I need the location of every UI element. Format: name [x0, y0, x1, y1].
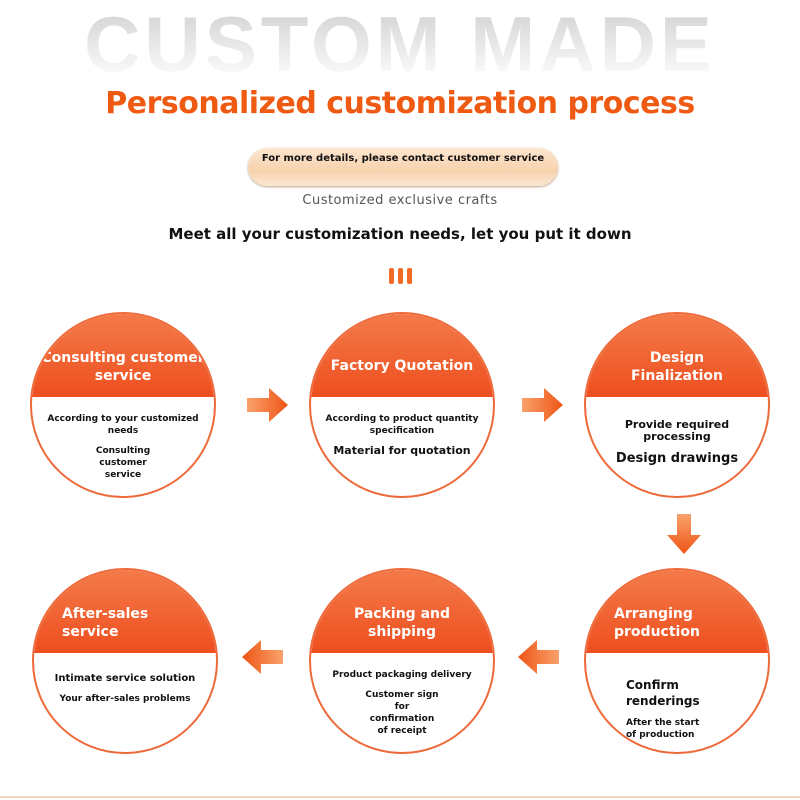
step-title: Design Finalization [586, 314, 768, 397]
step-title: Packing and shipping [311, 570, 493, 653]
step-title: Arranging production [586, 570, 768, 653]
step-title: Consulting customer service [32, 314, 214, 397]
step-line: Confirm renderings [626, 678, 700, 708]
step-design-finalization: Design Finalization Provide required pro… [584, 312, 770, 498]
step-packing-shipping: Packing and shipping Product packaging d… [309, 568, 495, 754]
step-line: Provide required processing [624, 418, 730, 443]
arrow-right-icon [247, 388, 288, 422]
step-line: Design drawings [615, 451, 739, 466]
arrow-right-icon [522, 388, 563, 422]
step-consulting: Consulting customer service According to… [30, 312, 216, 498]
divider-bars-icon [389, 268, 412, 284]
step-title: Factory Quotation [311, 314, 493, 397]
step-line: Product packaging delivery [332, 670, 472, 680]
step-line: Intimate service solution [54, 673, 196, 684]
step-title: After-sales service [34, 570, 216, 653]
page-title: Personalized customization process [105, 86, 695, 121]
step-line: According to your customized needs [47, 414, 199, 436]
background-title: CUSTOM MADE [0, 4, 800, 84]
step-after-sales: After-sales service Intimate service sol… [32, 568, 218, 754]
arrow-left-icon [518, 640, 559, 674]
tagline: Meet all your customization needs, let y… [168, 225, 632, 243]
step-line: Your after-sales problems [59, 694, 191, 704]
step-line: According to product quantity specificat… [325, 414, 479, 436]
arrow-down-icon [667, 514, 701, 554]
arrow-left-icon [242, 640, 283, 674]
step-line: Consulting customer service [95, 446, 151, 480]
step-line: Customer sign for confirmation of receip… [365, 690, 439, 736]
step-line: After the start of production [626, 718, 700, 740]
subtitle: Customized exclusive crafts [302, 193, 498, 208]
step-line: Material for quotation [333, 444, 471, 457]
bottom-divider [0, 796, 800, 798]
step-factory-quotation: Factory Quotation According to product q… [309, 312, 495, 498]
contact-customer-service-button[interactable]: For more details, please contact custome… [248, 148, 558, 186]
